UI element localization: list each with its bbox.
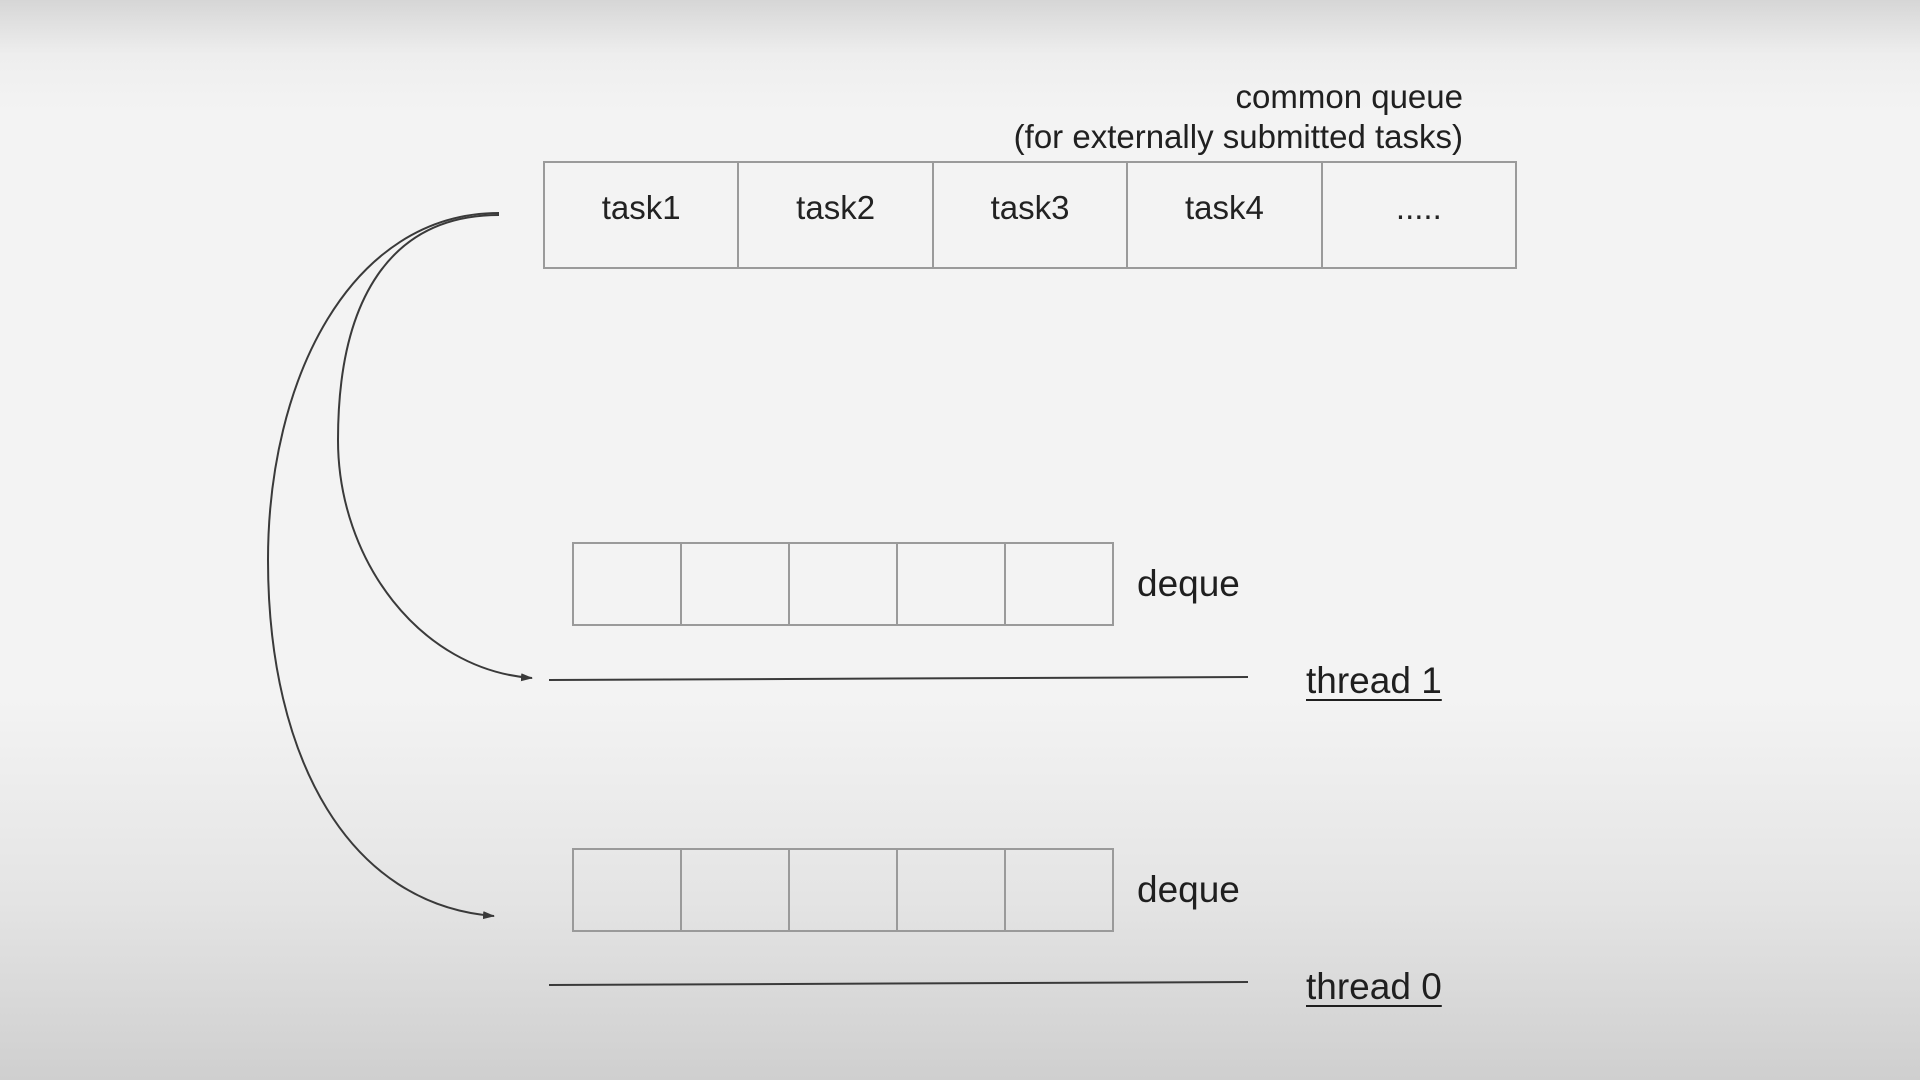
- common-queue-caption: common queue (for externally submitted t…: [1014, 77, 1463, 157]
- common-queue-cell: task2: [739, 163, 934, 267]
- deque-cell: [1006, 850, 1112, 930]
- common-queue: task1 task2 task3 task4 .....: [543, 161, 1517, 269]
- deque-cell: [1006, 544, 1112, 624]
- deque-cell: [682, 544, 790, 624]
- deque-cell: [790, 850, 898, 930]
- common-queue-cell: .....: [1395, 189, 1442, 226]
- thread1-deque: [572, 542, 1114, 626]
- common-queue-cell: task1: [545, 163, 740, 267]
- common-queue-cell: task3: [934, 163, 1129, 267]
- thread1-deque-label: deque: [1137, 563, 1240, 604]
- deque-cell: [574, 850, 682, 930]
- arrow-to-thread1: [336, 214, 533, 682]
- deque-cell: [682, 850, 790, 930]
- thread1-line: [548, 676, 1249, 681]
- deque-cell: [574, 544, 682, 624]
- common-queue-caption-line2: (for externally submitted tasks): [1013, 118, 1463, 155]
- arrow-to-thread0: [266, 212, 500, 920]
- common-queue-cell: task4: [1128, 163, 1323, 267]
- thread0-line: [548, 981, 1249, 986]
- thread0-deque: [572, 848, 1114, 932]
- thread1-label: thread 1: [1306, 660, 1442, 701]
- thread0-label: thread 0: [1306, 966, 1442, 1007]
- common-queue-caption-line1: common queue: [1235, 78, 1463, 115]
- deque-cell: [898, 544, 1006, 624]
- thread0-deque-label: deque: [1137, 869, 1240, 910]
- deque-cell: [790, 544, 898, 624]
- deque-cell: [898, 850, 1006, 930]
